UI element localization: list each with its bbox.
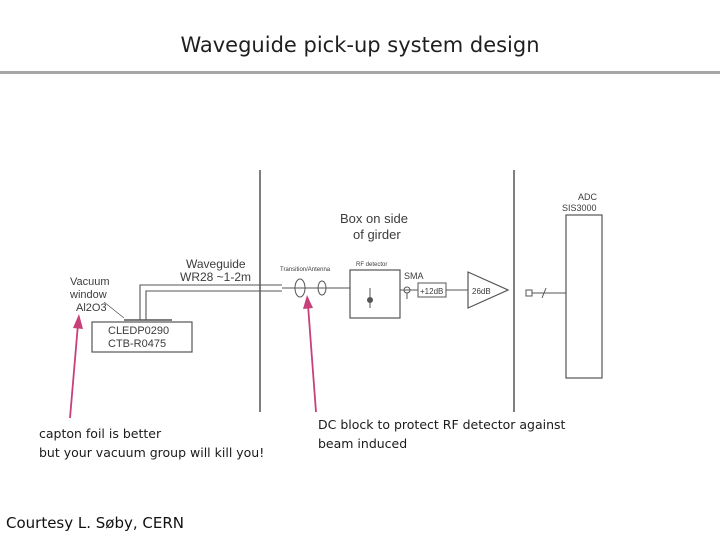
left-annotation-arrowhead bbox=[73, 314, 83, 329]
waveguide-label-line2: WR28 ~1-2m bbox=[180, 270, 251, 284]
right-annotation-arrow-line bbox=[307, 304, 317, 413]
flange-label-line1: CLEDP0290 bbox=[108, 325, 169, 337]
flange-box bbox=[91, 321, 193, 353]
credit-text: Courtesy L. Søby, CERN bbox=[6, 514, 185, 532]
slide-title: Waveguide pick-up system design bbox=[180, 33, 540, 57]
right-annotation-arrowhead bbox=[303, 295, 313, 309]
right-annotation: DC block to protect RF detector against … bbox=[318, 415, 565, 453]
adc-box bbox=[565, 214, 603, 379]
box-label-line2: of girder bbox=[353, 227, 401, 242]
rf-detector-box bbox=[349, 269, 401, 319]
vacuum-label-line3: Al2O3 bbox=[76, 302, 107, 314]
adc-label: ADC bbox=[578, 192, 598, 202]
vacuum-label-line1: Vacuum bbox=[70, 276, 110, 288]
amplifier-26db-triangle bbox=[467, 271, 510, 309]
left-annotation-arrow-line bbox=[69, 323, 79, 419]
left-annotation: capton foil is better but your vacuum gr… bbox=[39, 424, 264, 462]
right-annotation-line1: DC block to protect RF detector against bbox=[318, 417, 566, 432]
adc-model-label: SIS3000 bbox=[562, 203, 597, 213]
transition-flange bbox=[294, 278, 306, 298]
waveguide-pipe-inner bbox=[145, 290, 282, 320]
vacuum-label-line2: window bbox=[69, 289, 107, 301]
rf-detector-label: RF detector bbox=[356, 262, 387, 268]
left-annotation-line2: but your vacuum group will kill you! bbox=[39, 445, 265, 460]
adc-input-connector bbox=[525, 289, 533, 297]
title-divider bbox=[0, 71, 720, 74]
amplifier-12db-label: +12dB bbox=[420, 287, 443, 296]
sma-label: SMA bbox=[404, 271, 424, 281]
left-annotation-line1: capton foil is better bbox=[39, 426, 162, 441]
box-label-line1: Box on side bbox=[340, 211, 408, 226]
right-annotation-line2: beam induced bbox=[318, 436, 408, 451]
detector-diode-icon bbox=[367, 297, 373, 303]
amplifier-26db-label: 26dB bbox=[472, 287, 491, 296]
flange-label-line2: CTB-R0475 bbox=[108, 338, 166, 350]
cable-break-mark bbox=[541, 287, 547, 299]
waveguide-label-line1: Waveguide bbox=[186, 257, 246, 271]
transition-label: Transition/Antenna bbox=[280, 267, 331, 273]
waveguide-pipe bbox=[139, 284, 282, 320]
dc-block-connector bbox=[317, 280, 327, 296]
vacuum-pointer-line bbox=[103, 301, 125, 319]
